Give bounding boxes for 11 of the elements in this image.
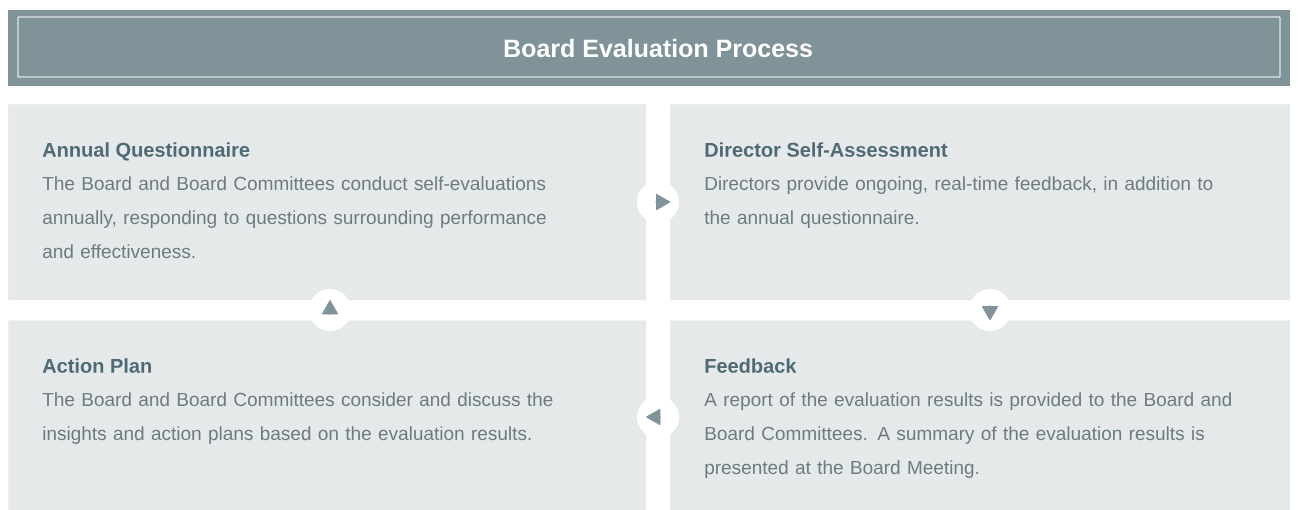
arrow (309, 289, 351, 331)
panel-text: The Board and Board Committees consider and discuss the insights and action plans based on the evaluation results. (42, 392, 553, 444)
panel-text: Directors provide ongoing, real-time feedback, in addition to the annual questionnaire. (704, 176, 1213, 228)
title-banner: Board Evaluation Process (8, 10, 1290, 86)
panel-heading: Director Self-Assessment (705, 142, 948, 157)
panel-heading: Annual Questionnaire (42, 142, 250, 161)
panel-text: The Board and Board Committees conduct self-evaluations annually, responding to questions surrounding performance and effectiveness. (42, 176, 546, 259)
arrow (969, 289, 1011, 331)
panel-heading: Action Plan (42, 358, 151, 373)
panel-text: A report of the evaluation results is provided to the Board and Board Committees. A summary of the evaluation results is presented at the Board Meeting. (704, 392, 1231, 478)
panel-heading: Feedback (705, 358, 797, 373)
